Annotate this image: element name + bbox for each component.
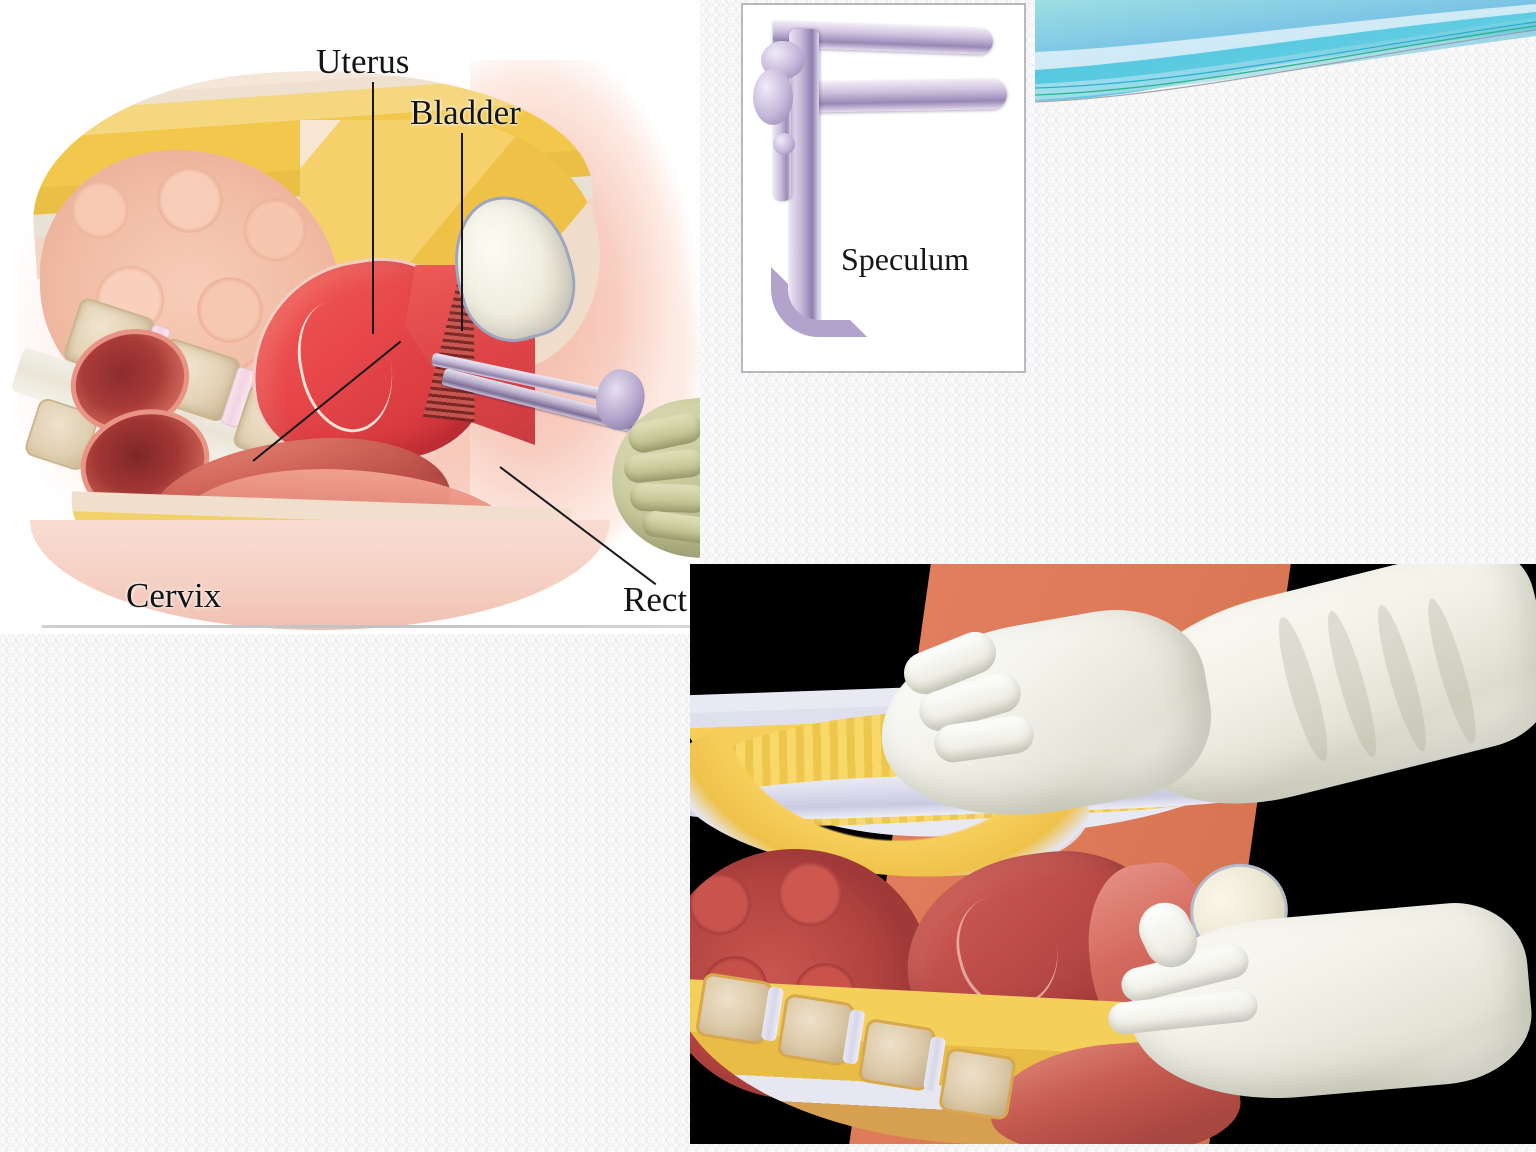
label-cervix: Cervix — [126, 576, 222, 615]
perineal-skin — [30, 520, 610, 630]
vertebra — [937, 1046, 1018, 1121]
bimanual-exam-artwork — [690, 564, 1536, 1144]
speculum-instrument-artwork: Speculum — [743, 5, 1024, 371]
speculum-exam-artwork: Uterus Bladder Cervix Rect — [0, 0, 700, 634]
label-uterus: Uterus — [316, 42, 410, 81]
label-rectum: Rect — [623, 580, 688, 619]
speculum-caption: Speculum — [841, 241, 969, 277]
label-bladder: Bladder — [410, 93, 521, 132]
leader-line-uterus — [372, 82, 374, 334]
glove-finger — [629, 482, 700, 514]
leader-line-bladder — [461, 133, 463, 331]
bimanual-exam-figure — [690, 564, 1536, 1144]
speculum-exam-figure: Uterus Bladder Cervix Rect — [0, 0, 700, 634]
speculum-inset-figure: Speculum — [741, 3, 1026, 373]
wave-decoration — [1035, 0, 1536, 150]
wave-decoration-svg — [1035, 0, 1536, 103]
figure-baseline-rule — [42, 625, 700, 628]
speculum-thumb-screw — [773, 133, 795, 155]
speculum-thumb-lever — [753, 69, 793, 125]
